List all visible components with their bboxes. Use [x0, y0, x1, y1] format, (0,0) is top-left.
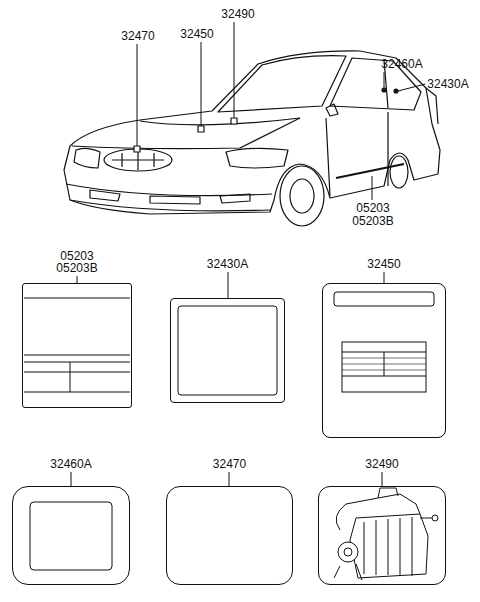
line-art: [74, 148, 100, 168]
line-art: [350, 514, 428, 578]
leader-line: [384, 72, 385, 88]
label-part-box: 32430A: [170, 258, 285, 403]
line-art: [24, 392, 130, 393]
line-art: [426, 88, 438, 124]
line-art: [342, 342, 426, 392]
line-art: [290, 179, 314, 213]
callout-number: 05203B: [352, 215, 393, 227]
line-art: [420, 518, 432, 519]
line-art: [326, 112, 388, 196]
leader-line: [382, 472, 383, 486]
part-number-heading: 32460A: [12, 458, 130, 470]
line-art: [220, 194, 250, 203]
line-art: [90, 190, 120, 201]
line-art: [390, 156, 408, 188]
leader-line: [234, 22, 235, 118]
line-art: [394, 89, 398, 93]
line-art: [334, 292, 434, 306]
callout-number: 32450: [180, 28, 213, 40]
callout-number: 32430A: [427, 78, 468, 90]
line-art: [112, 150, 164, 170]
callout-number: 32460A: [381, 58, 422, 70]
part-number-heading: 32490: [318, 458, 446, 470]
label-outline: [12, 486, 130, 585]
line-art: [218, 56, 346, 112]
leader-line: [137, 44, 138, 146]
leader-line: [229, 472, 230, 486]
leader-line: [384, 272, 385, 283]
line-art: [226, 148, 288, 168]
part-number-heading: 32470: [166, 458, 293, 470]
label-outline: [318, 486, 446, 585]
line-art: [64, 51, 440, 214]
leader-lines: [71, 22, 425, 486]
line-art: [336, 164, 404, 178]
leader-line: [228, 272, 229, 298]
line-art: [30, 502, 112, 570]
label-part-box: 32450: [322, 258, 446, 438]
line-art: [280, 166, 324, 226]
label-part-box: 32490: [318, 458, 446, 585]
line-art: [24, 362, 130, 363]
label-outline: [322, 283, 446, 438]
part-number: 32490: [318, 458, 446, 470]
leader-line: [398, 84, 425, 91]
part-number: 32470: [166, 458, 293, 470]
label-part-box: 0520305203B: [22, 250, 132, 408]
part-number: 05203B: [22, 262, 132, 274]
label-part-box: 32460A: [12, 458, 130, 585]
line-art: [334, 564, 362, 580]
line-art: [198, 126, 204, 132]
car-drawing: [64, 51, 440, 226]
line-art: [70, 362, 71, 392]
line-art: [72, 118, 300, 149]
callout-number: 05203: [356, 202, 389, 214]
line-art: [24, 298, 130, 299]
line-art: [24, 372, 130, 373]
line-art: [336, 494, 420, 530]
line-art: [134, 146, 140, 152]
line-art: [344, 548, 352, 556]
part-number: 05203: [22, 250, 132, 262]
line-art: [338, 542, 358, 562]
line-art: [382, 88, 386, 92]
line-art: [66, 184, 272, 196]
line-art: [432, 515, 438, 521]
line-art: [150, 196, 200, 204]
leader-line: [71, 472, 72, 486]
part-number-heading: 0520305203B: [22, 250, 132, 274]
part-number-heading: 32450: [322, 258, 446, 270]
line-art: [231, 118, 237, 124]
line-art: [178, 306, 277, 395]
line-art: [364, 517, 412, 576]
line-art: [140, 118, 300, 125]
part-number: 32430A: [170, 258, 285, 270]
label-outline: [22, 283, 132, 408]
leader-line: [77, 276, 78, 283]
line-art: [384, 352, 385, 376]
callout-number: 32490: [221, 8, 254, 20]
callout-number: 32470: [121, 30, 154, 42]
label-part-box: 32470: [166, 458, 293, 585]
line-art: [378, 488, 398, 498]
line-art: [326, 104, 338, 116]
leader-line: [201, 42, 202, 126]
leader-line: [372, 176, 373, 200]
line-art: [24, 355, 130, 356]
part-number-heading: 32430A: [170, 258, 285, 270]
label-outline: [166, 486, 293, 585]
label-outline: [170, 298, 285, 403]
part-number: 32450: [322, 258, 446, 270]
part-number: 32460A: [12, 458, 130, 470]
label-details: [24, 292, 438, 580]
